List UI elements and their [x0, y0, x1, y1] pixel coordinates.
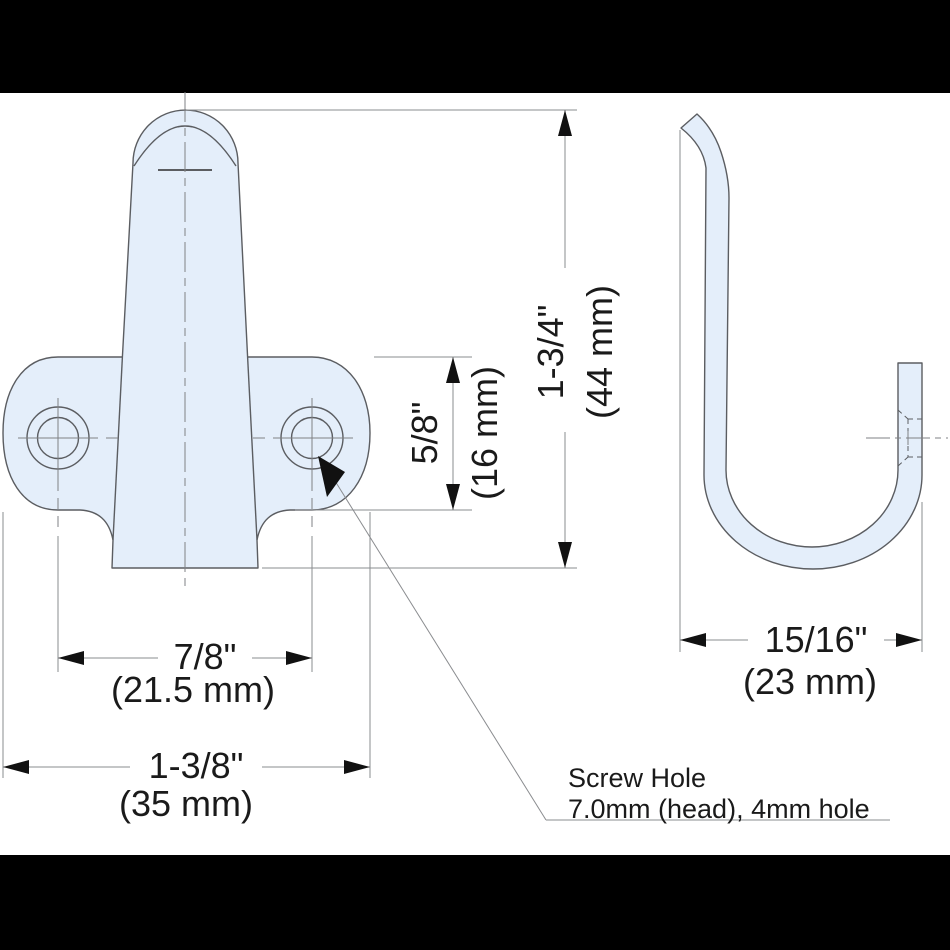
- arm-right-edge: [246, 356, 258, 541]
- dim-plate-height-inch-label: 5/8": [404, 402, 445, 465]
- dim-plate-height: 5/8" (16 mm): [404, 357, 505, 510]
- dim-overall-width: 1-3/8" (35 mm): [3, 745, 370, 824]
- dim-hook-depth-arrow-left: [680, 633, 706, 647]
- dim-plate-height-arrow-top: [446, 357, 460, 383]
- tip-bend-arc: [133, 125, 237, 167]
- dim-hook-depth-mm-label: (23 mm): [743, 661, 877, 702]
- dim-plate-height-arrow-bottom: [446, 484, 460, 510]
- dim-hook-depth: 15/16" (23 mm): [680, 619, 922, 702]
- dim-hole-spacing-arrow-right: [286, 651, 312, 665]
- arm-left-edge: [112, 356, 124, 541]
- dim-hole-spacing-arrow-left: [58, 651, 84, 665]
- dim-overall-height-inch-label: 1-3/4": [530, 305, 571, 400]
- dim-hole-spacing-mm-label: (21.5 mm): [111, 669, 275, 710]
- dim-hole-spacing-inch-label: 7/8": [174, 636, 237, 677]
- dim-overall-height-arrow-bottom: [558, 542, 572, 568]
- dim-overall-width-arrow-right: [344, 760, 370, 774]
- dim-plate-height-mm-label: (16 mm): [464, 366, 505, 500]
- dim-hook-depth-arrow-right: [896, 633, 922, 647]
- dim-overall-height-mm-label: (44 mm): [579, 285, 620, 419]
- screw-hole-note-line2: 7.0mm (head), 4mm hole: [568, 794, 870, 824]
- dim-overall-height-arrow-top: [558, 110, 572, 136]
- dim-overall-width-inch-label: 1-3/8": [149, 745, 244, 786]
- dim-overall-height: 1-3/4" (44 mm): [530, 110, 620, 568]
- screw-hole-note-line1: Screw Hole: [568, 763, 706, 793]
- dim-hole-spacing: 7/8" (21.5 mm): [58, 636, 312, 710]
- side-view: [680, 113, 948, 570]
- dim-overall-width-mm-label: (35 mm): [119, 783, 253, 824]
- dim-hook-depth-inch-label: 15/16": [765, 619, 868, 660]
- front-view: [2, 92, 371, 590]
- right-screw-hole: [253, 398, 353, 532]
- extension-lines: [2, 109, 923, 778]
- side-view-part-outline: [680, 113, 923, 570]
- left-screw-hole: [18, 398, 118, 532]
- screw-hole-leader-arrow: [318, 456, 345, 497]
- screw-hole-note: Screw Hole 7.0mm (head), 4mm hole: [318, 456, 890, 824]
- dim-overall-width-arrow-left: [3, 760, 29, 774]
- front-view-part-outline: [2, 109, 371, 569]
